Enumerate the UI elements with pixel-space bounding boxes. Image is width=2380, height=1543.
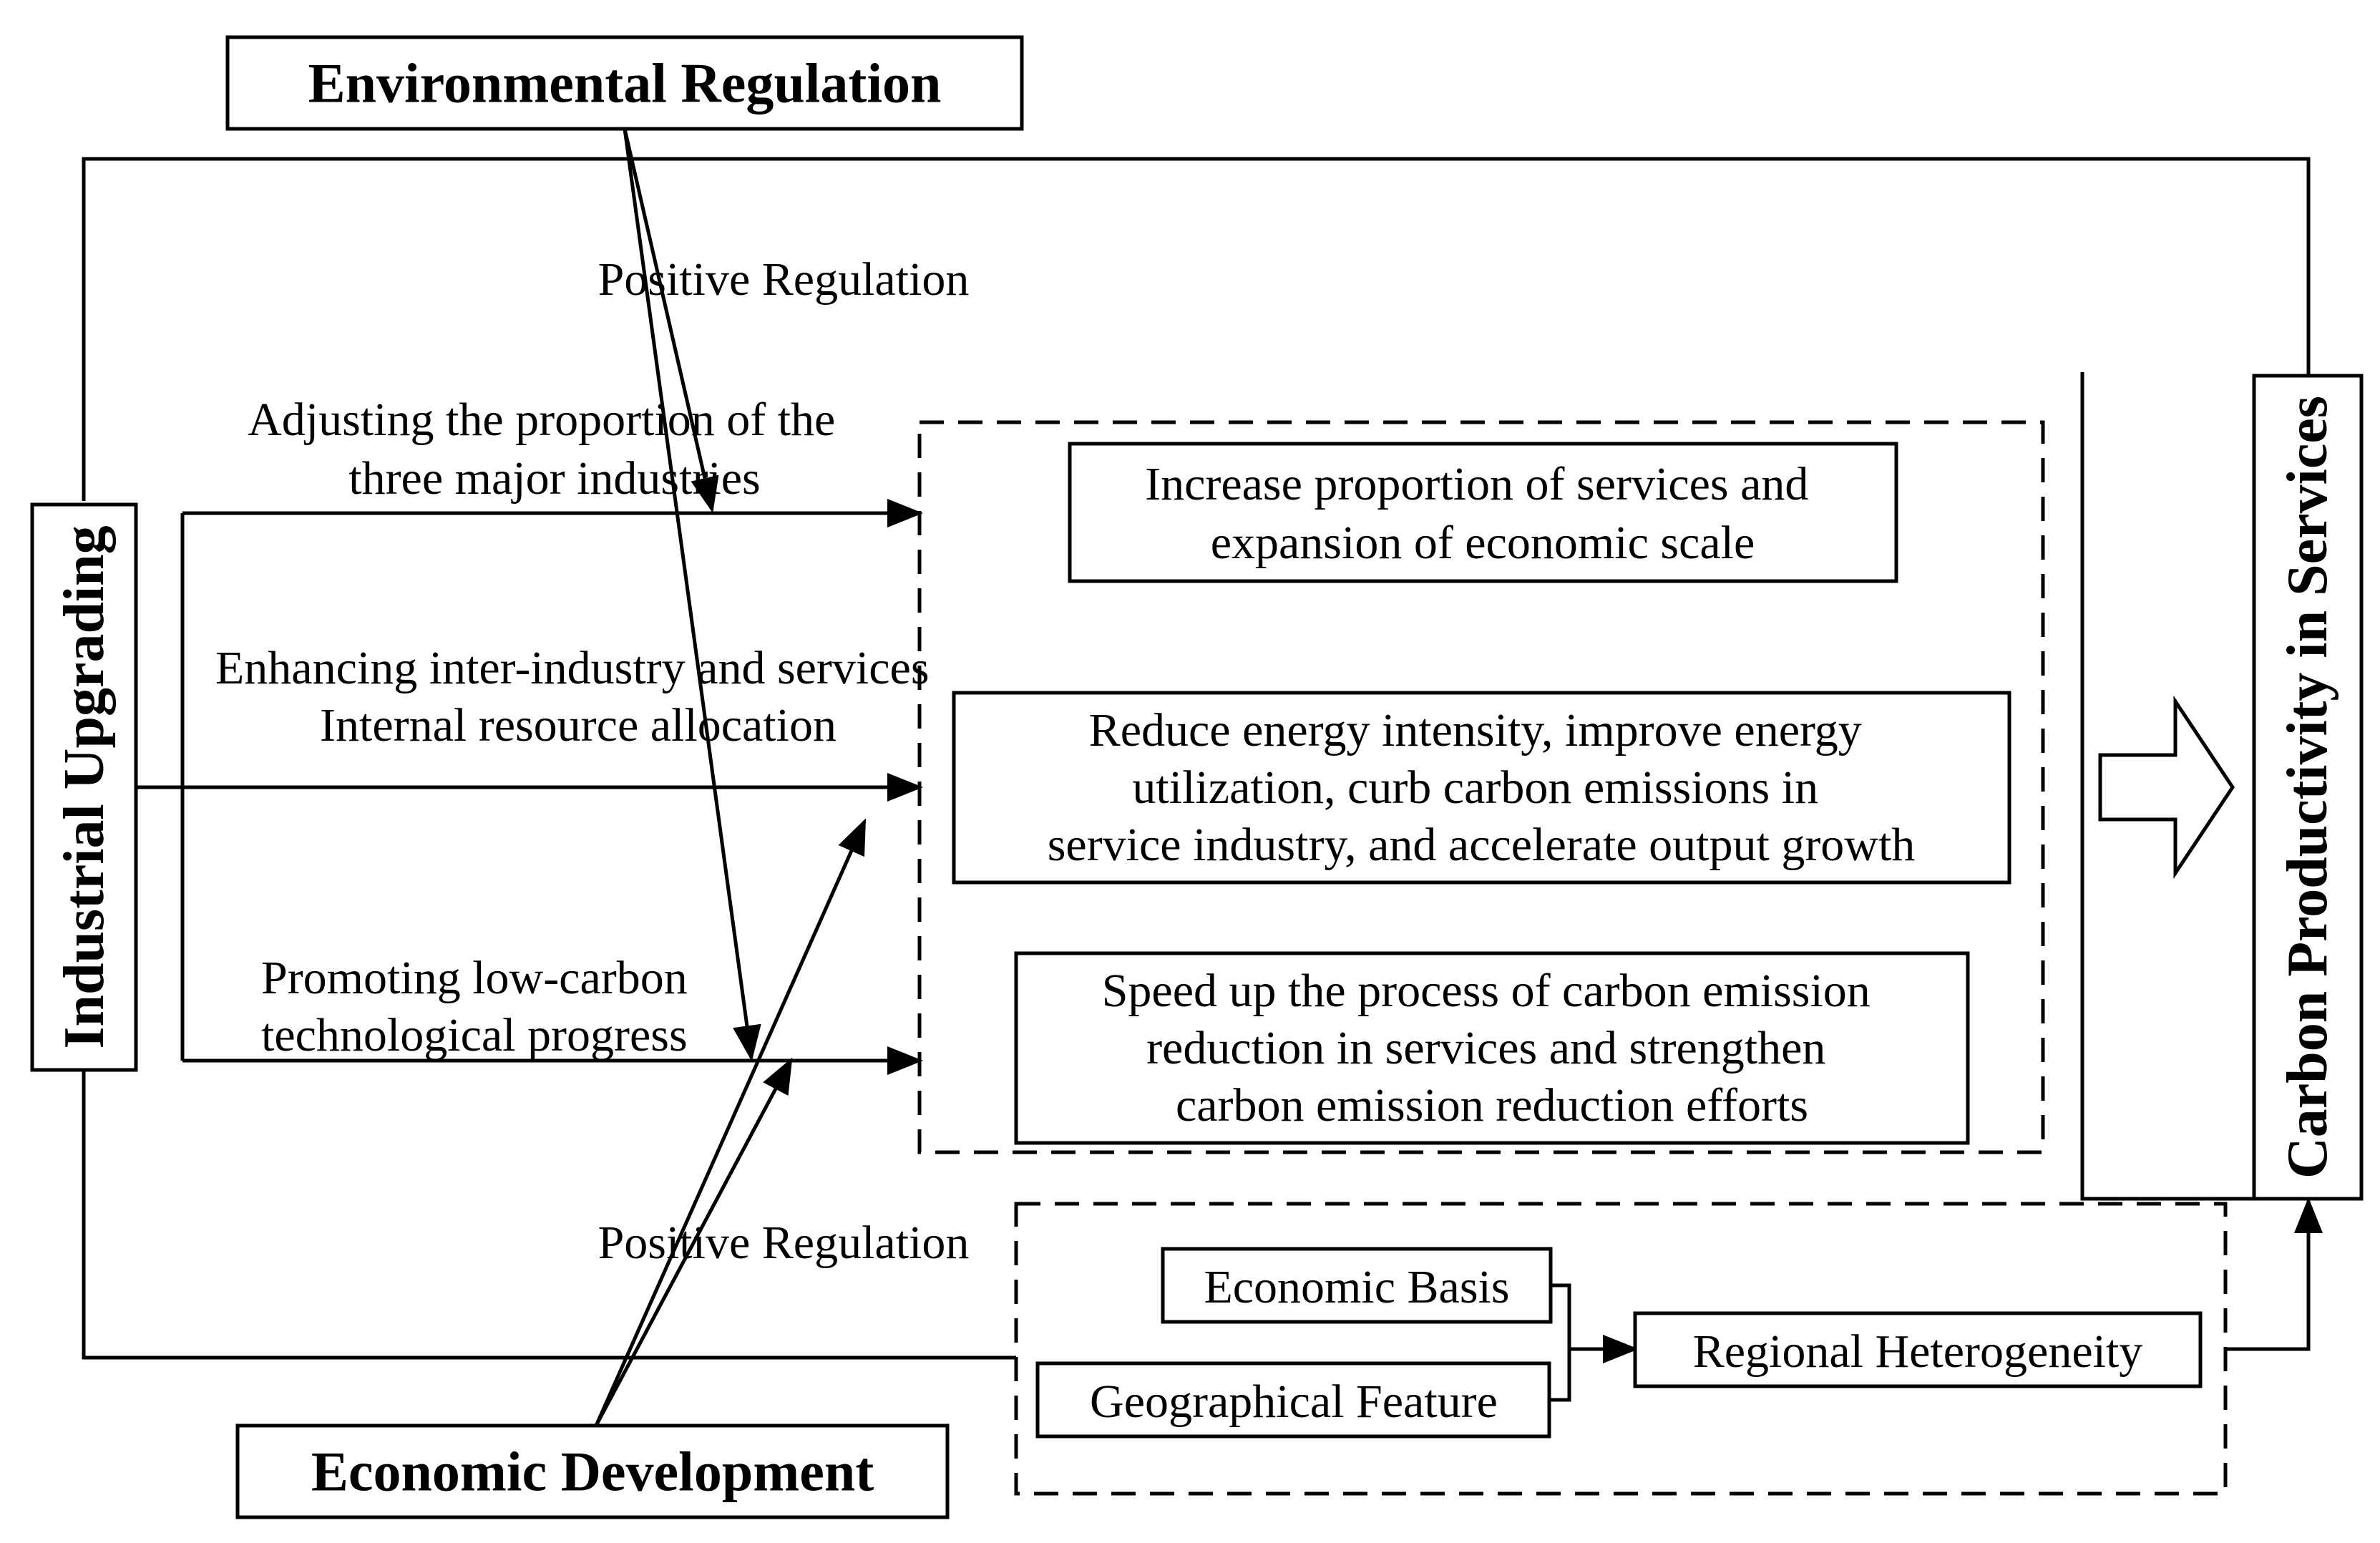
env-arrow-to-adjusting [623, 128, 719, 513]
heterogeneity-bracket [1549, 1283, 1571, 1402]
env-arrow-to-promoting [623, 128, 761, 1061]
geographical-feature-label: Geographical Feature [1090, 1376, 1498, 1428]
effect-box-speed [1014, 951, 1970, 1145]
environmental-regulation-box [225, 35, 1024, 131]
mechanism-dashed-box [917, 420, 2045, 1154]
path-label-promoting: Promoting low-carbon technological progr… [261, 952, 699, 1061]
regional-heterogeneity-label: Regional Heterogeneity [1693, 1325, 2143, 1378]
top-connector-line [82, 157, 2311, 501]
positive-regulation-bottom: Positive Regulation [598, 1217, 970, 1269]
geographical-feature-box [1035, 1361, 1551, 1439]
economic-basis-label: Economic Basis [1204, 1261, 1509, 1313]
arrow-to-carbon-productivity [2225, 1197, 2323, 1351]
effect-box-increase [1068, 442, 1898, 583]
regional-heterogeneity-box [1633, 1311, 2203, 1388]
effect-text-speed: Speed up the process of carbon emission … [1102, 965, 1883, 1131]
effect-box-reduce [952, 691, 2011, 885]
big-hollow-arrow [2098, 695, 2235, 880]
path-label-enhancing: Enhancing inter-industry and services In… [215, 642, 941, 751]
eco-arrow-to-promoting [594, 1057, 793, 1427]
carbon-productivity-label: Carbon Productivity in Services [2276, 396, 2339, 1179]
environmental-regulation-label: Environmental Regulation [308, 52, 942, 115]
effect-text-increase: Increase proportion of services and expa… [1145, 458, 1820, 569]
economic-development-label: Economic Development [311, 1441, 874, 1503]
economic-basis-box [1161, 1247, 1553, 1324]
collector-bar [2080, 372, 2254, 1201]
eco-arrow-to-enhancing [594, 818, 867, 1427]
industrial-upgrading-label: Industrial Upgrading [53, 525, 116, 1048]
carbon-productivity-box [2252, 374, 2364, 1201]
path-label-adjusting: Adjusting the proportion of the three ma… [248, 394, 847, 505]
economic-development-box [235, 1423, 950, 1519]
industrial-upgrading-box [30, 502, 138, 1072]
effect-text-reduce: Reduce energy intensity, improve energy … [1048, 704, 1916, 871]
bottom-connector-line [82, 1068, 1016, 1360]
